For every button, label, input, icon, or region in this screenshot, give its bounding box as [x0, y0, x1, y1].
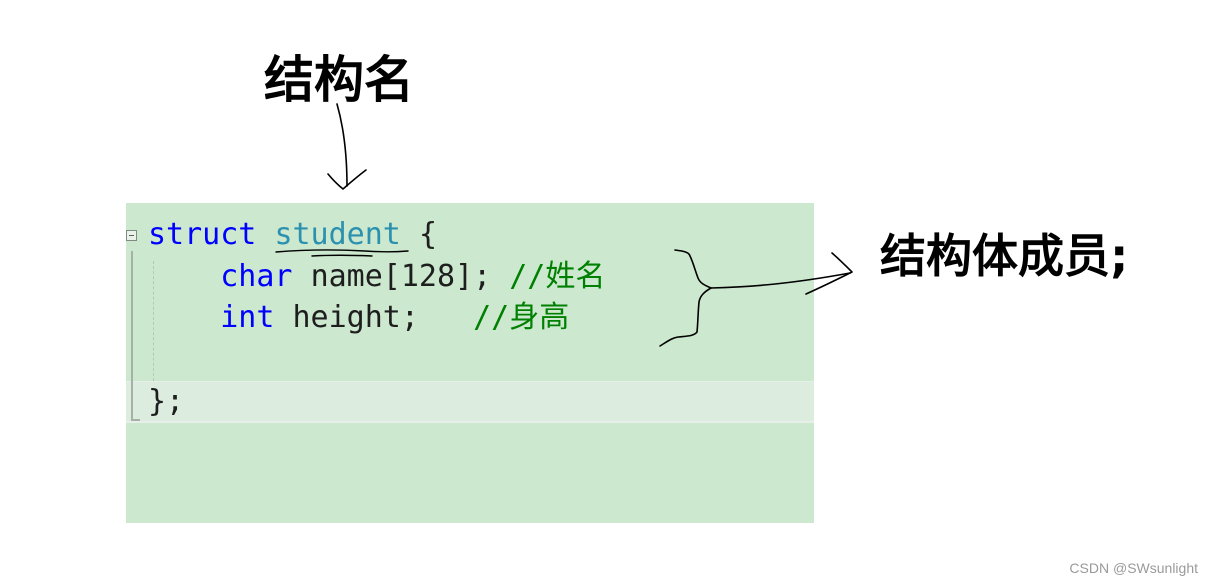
comment-name: //姓名: [509, 259, 606, 294]
member-height-decl: height;: [292, 300, 419, 335]
code-line-name-member: char name[128]; //姓名: [148, 257, 605, 297]
keyword-struct: struct: [148, 217, 257, 252]
fold-region-end: [131, 419, 140, 421]
code-line-struct-decl: struct student {: [148, 215, 437, 255]
watermark: CSDN @SWsunlight: [1069, 560, 1198, 576]
current-line-highlight: [126, 381, 814, 423]
code-editor-panel: struct student { char name[128]; //姓名 in…: [126, 203, 814, 523]
code-line-close-brace: };: [148, 382, 184, 422]
comment-height: //身高: [473, 300, 570, 335]
fold-collapse-icon[interactable]: [126, 230, 137, 241]
struct-name-label: 结构名: [264, 51, 414, 109]
brace-arrow-icon: [659, 249, 853, 347]
struct-members-label: 结构体成员;: [880, 229, 1129, 283]
fold-region-line: [131, 251, 133, 421]
indent-guide: [153, 261, 154, 381]
open-brace: {: [418, 217, 437, 252]
keyword-int: int: [220, 300, 275, 335]
struct-name-underline: [275, 249, 409, 257]
close-brace: };: [148, 384, 185, 419]
member-name-decl: name[128];: [310, 259, 492, 294]
arrow-down-icon: [327, 103, 367, 190]
code-line-height-member: int height; //身高: [148, 298, 569, 338]
keyword-char: char: [220, 259, 293, 294]
struct-type-name: student: [274, 217, 401, 252]
